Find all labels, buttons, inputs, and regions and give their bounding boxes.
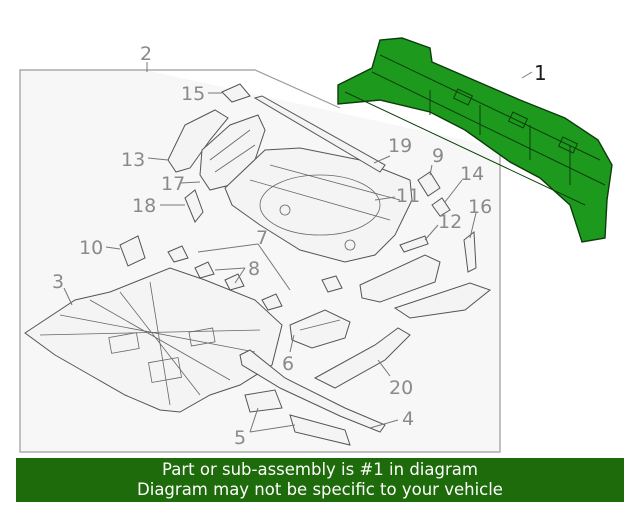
part-6-plate[interactable]: [289, 309, 351, 349]
callout-4: 4: [402, 408, 414, 430]
callout-17: 17: [161, 173, 185, 195]
part-19-rail[interactable]: [253, 95, 386, 173]
part-20-member[interactable]: [313, 327, 411, 389]
banner-line-1: Part or sub-assembly is #1 in diagram: [162, 460, 478, 479]
part-12-bracket[interactable]: [399, 235, 429, 253]
callout-5: 5: [234, 427, 246, 449]
part-5-brackets[interactable]: [244, 389, 351, 446]
part-13-side-bracket[interactable]: [167, 109, 229, 173]
callout-12: 12: [438, 211, 462, 233]
part-3-rear-floor-panel[interactable]: [24, 267, 283, 413]
callout-7: 7: [256, 227, 268, 249]
banner-line-2: Diagram may not be specific to your vehi…: [137, 480, 503, 499]
part-small-cap[interactable]: [321, 275, 343, 293]
part-side-sill-extension[interactable]: [393, 282, 492, 319]
part-11-spare-tire-well[interactable]: [224, 147, 413, 263]
callout-19: 19: [388, 135, 412, 157]
part-9-bracket[interactable]: [417, 171, 441, 197]
callout-10: 10: [79, 237, 103, 259]
leader-lines: [63, 71, 533, 433]
callout-9: 9: [432, 145, 444, 167]
part-15-bracket[interactable]: [221, 83, 251, 103]
part-1-rear-crossmember-highlighted[interactable]: [337, 37, 613, 243]
callout-20: 20: [389, 377, 413, 399]
part-18-bracket[interactable]: [184, 189, 204, 223]
callout-15: 15: [181, 83, 205, 105]
part-8-clips[interactable]: [167, 245, 283, 311]
callout-6: 6: [282, 353, 294, 375]
part-10-bracket[interactable]: [119, 235, 146, 267]
callout-13: 13: [121, 149, 145, 171]
callout-8: 8: [248, 258, 260, 280]
callout-11: 11: [396, 185, 420, 207]
assembly-2-boundary-top: [145, 69, 341, 109]
callout-3: 3: [52, 271, 64, 293]
callout-1: 1: [534, 61, 547, 85]
part-4-crossmember[interactable]: [239, 349, 386, 433]
vehicle-fitment-banner: Part or sub-assembly is #1 in diagram Di…: [16, 458, 624, 502]
callout-18: 18: [132, 195, 156, 217]
part-rear-crossmember-lower[interactable]: [359, 254, 441, 303]
callout-16: 16: [468, 196, 492, 218]
callout-2: 2: [140, 43, 152, 65]
callout-14: 14: [460, 163, 484, 185]
part-14-bracket[interactable]: [431, 197, 451, 217]
